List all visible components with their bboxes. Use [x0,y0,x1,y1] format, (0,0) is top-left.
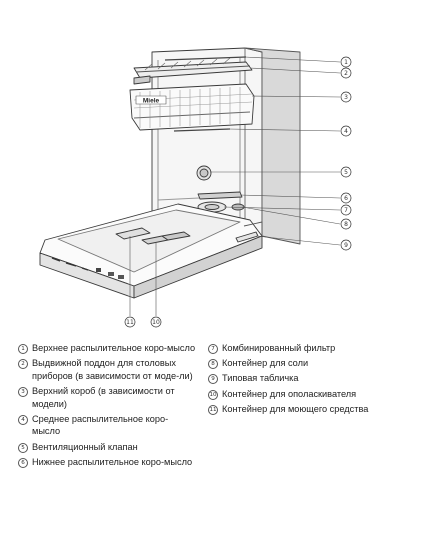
callout-3: 3 [340,91,352,103]
callout-4-leader [227,128,341,132]
callout-1: 1 [340,56,352,68]
legend-number: 8 [208,359,218,370]
callout-circle [340,67,352,79]
callout-number: 6 [344,195,348,202]
callout-7: 7 [340,204,352,216]
callout-number: 4 [344,128,348,135]
callout-6: 6 [340,192,352,204]
brand-mark: Miele [143,98,160,105]
callout-circle [340,239,352,251]
callout-number: 1 [344,59,348,66]
callout-10: 10 [150,316,162,328]
callout-number: 8 [344,221,348,228]
callout-1-leader [244,56,341,63]
callout-4: 4 [340,125,352,137]
legend: 1 Верхнее распылительное коро-мысло 2 Выдви… [0,342,422,542]
callout-circle [340,218,352,230]
legend-item-3: 3 Верхний короб (в зависимости от модели) [18,385,196,410]
callout-circle [340,192,352,204]
legend-label: Верхнее распылительное коро-мысло [32,343,196,353]
callout-2: 2 [340,67,352,79]
callout-8-leader [241,206,341,225]
legend-column-left: 1 Верхнее распылительное коро-мысло 2 Выдви… [18,342,196,471]
callout-2-leader [249,67,341,74]
legend-number: 2 [18,359,28,370]
legend-label: Нижнее распылительное коро-мысло [32,456,193,467]
dishwasher-diagram: Miele [39,47,352,328]
lower-spray-arm [197,191,243,200]
ventilation-valve [196,165,212,181]
cutlery-tray [133,57,253,85]
legend-label: Среднее распылительное коро-мысло [32,413,169,437]
legend-label: Комбинированный фильтр [222,343,336,353]
callout-6-leader [239,194,341,199]
callout-circle [124,316,136,328]
callout-number: 9 [344,242,348,249]
callout-9: 9 [340,239,352,251]
legend-label: Выдвижной поддон для столовых приборов (… [32,358,193,381]
rinse-aid-container [141,231,191,245]
legend-number: 1 [18,344,28,354]
callout-number: 3 [344,94,348,101]
upper-spray-arm [164,56,247,61]
legend-number: 6 [18,457,28,468]
legend-item-4: 4 Среднее распылительное коро-мысло [18,413,196,438]
callout-number: 11 [126,319,134,326]
callout-circle [340,125,352,137]
callout-number: 10 [152,319,160,326]
legend-number: 9 [208,374,218,385]
legend-number: 5 [18,442,28,453]
legend-column-right: 7 Комбинированный фильтр 8 Контейнер для со… [208,342,413,418]
legend-label: Контейнер для соли [222,358,309,369]
callout-circle [340,91,352,103]
legend-item-9: 9 Типовая табличка [208,372,413,385]
legend-label: Верхний короб (в зависимости от модели) [32,385,175,409]
callout-11: 11 [124,316,136,328]
legend-item-7: 7 Комбинированный фильтр [208,342,413,355]
legend-item-2: 2 Выдвижной поддон для столовых приборов … [18,357,196,382]
callout-9-leader [255,235,341,246]
legend-label: Контейнер для моющего средства [222,403,369,414]
legend-number: 10 [208,389,218,400]
legend-item-8: 8 Контейнер для соли [208,357,413,370]
legend-item-6: 6 Нижнее распылительное коро-мысло [18,456,196,469]
callout-number: 5 [344,169,348,176]
legend-item-10: 10 Контейнер для ополаскивателя [208,388,413,401]
callout-number: 7 [344,207,348,214]
dishwasher-door [39,203,263,299]
callouts: 1 2 3 4 5 6 7 8 9 10 11 [124,56,352,328]
callout-circle [340,166,352,178]
legend-label: Вентиляционный клапан [32,441,138,452]
legend-number: 3 [18,386,28,397]
callout-circle [340,56,352,68]
callout-8: 8 [340,218,352,230]
upper-basket: Miele [129,83,255,131]
legend-label: Типовая табличка [222,373,299,384]
callout-5: 5 [340,166,352,178]
middle-spray-arm [173,128,231,132]
legend-item-11: 11 Контейнер для моющего средства [208,403,413,416]
callout-circle [150,316,162,328]
legend-label: Контейнер для ополаскивателя [222,388,357,399]
callout-circle [340,204,352,216]
callout-number: 2 [344,70,348,77]
detergent-container [115,227,151,240]
legend-number: 4 [18,414,28,425]
legend-item-1: 1 Верхнее распылительное коро-мысло [18,342,196,355]
legend-number: 7 [208,344,218,354]
callout-3-leader [251,95,341,98]
legend-number: 11 [208,404,218,415]
legend-item-5: 5 Вентиляционный клапан [18,441,196,454]
